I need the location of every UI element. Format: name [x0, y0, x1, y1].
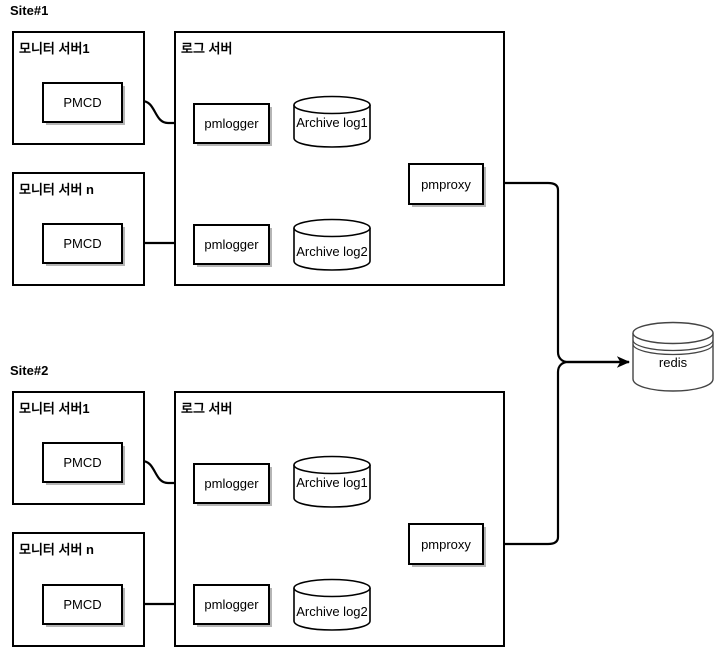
- site1-label: Site#1: [10, 3, 49, 18]
- cylinder-icon: [293, 578, 371, 631]
- archive-log-cylinder-site2-1[interactable]: Archive log1: [293, 455, 371, 508]
- pmlogger-node-site2-2[interactable]: pmlogger: [193, 584, 270, 625]
- archive-log-cylinder-site1-1[interactable]: Archive log1: [293, 95, 371, 148]
- pmproxy-node-site2[interactable]: pmproxy: [408, 523, 484, 565]
- log-server-title-site2: 로그 서버: [181, 401, 233, 416]
- redis-label: redis: [658, 355, 688, 370]
- redis-cylinder[interactable]: redis: [632, 321, 714, 393]
- monitor-server-title-site1-2: 모니터 서버 n: [19, 182, 94, 197]
- monitor-server-title-site1-1: 모니터 서버1: [19, 41, 90, 56]
- cylinder-icon: [293, 218, 371, 271]
- pmcd-node-site1-1[interactable]: PMCD: [42, 82, 123, 123]
- pmproxy-node-site1[interactable]: pmproxy: [408, 163, 484, 205]
- monitor-server-title-site2-1: 모니터 서버1: [19, 401, 90, 416]
- archive-log-cylinder-site1-2[interactable]: Archive log2: [293, 218, 371, 271]
- database-cylinder-icon: [632, 321, 714, 392]
- pmcd-node-site2-2[interactable]: PMCD: [42, 584, 123, 625]
- log-server-title-site1: 로그 서버: [181, 41, 233, 56]
- pmcd-node-site1-2[interactable]: PMCD: [42, 223, 123, 264]
- pmlogger-node-site2-1[interactable]: pmlogger: [193, 463, 270, 504]
- archive-log-label-site2-1: Archive log1: [296, 475, 368, 490]
- cylinder-icon: [293, 95, 371, 148]
- cylinder-icon: [293, 455, 371, 508]
- pmlogger-node-site1-2[interactable]: pmlogger: [193, 224, 270, 265]
- archive-log-cylinder-site2-2[interactable]: Archive log2: [293, 578, 371, 631]
- archive-log-label-site1-1: Archive log1: [296, 115, 368, 130]
- pmlogger-node-site1-1[interactable]: pmlogger: [193, 103, 270, 144]
- pmcd-node-site2-1[interactable]: PMCD: [42, 442, 123, 483]
- archive-log-label-site2-2: Archive log2: [296, 604, 368, 619]
- site2-label: Site#2: [10, 363, 49, 378]
- wire-trunk-lower-segment: [556, 360, 629, 530]
- wire-trunk-to-redis: [556, 196, 631, 368]
- monitor-server-title-site2-2: 모니터 서버 n: [19, 542, 94, 557]
- archive-log-label-site1-2: Archive log2: [296, 244, 368, 259]
